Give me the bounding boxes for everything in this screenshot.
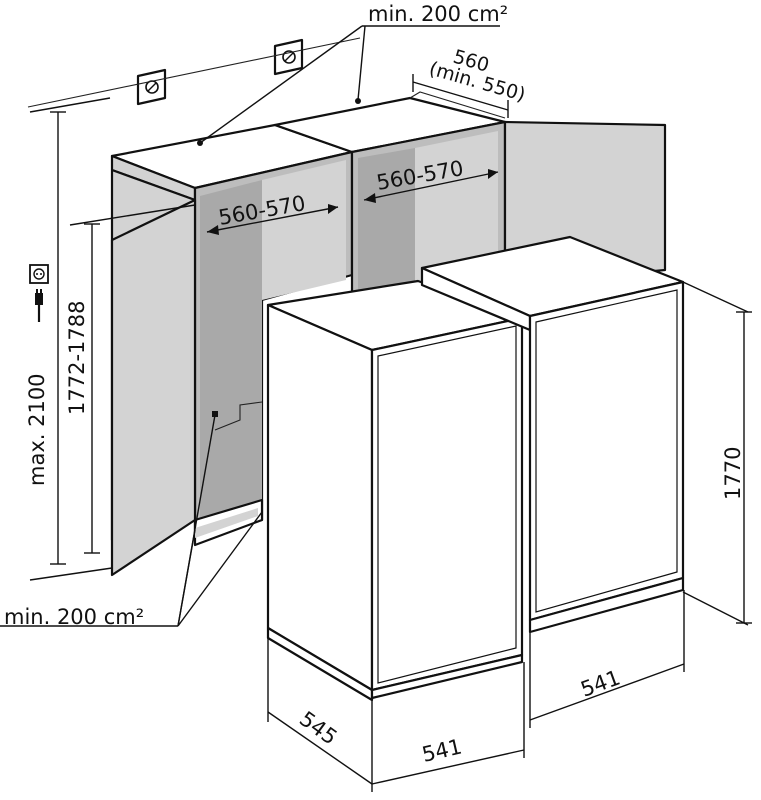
niche-height-label: 1772-1788	[65, 301, 89, 415]
top-ventilation-label: min. 200 cm²	[368, 2, 508, 26]
vent-point-top-right	[355, 98, 361, 104]
appliance-left	[266, 279, 524, 702]
power-plug-icon	[35, 289, 43, 322]
dimension-lines	[0, 25, 752, 792]
appliance-height-label: 1770	[721, 447, 745, 500]
appliance-right	[420, 235, 685, 634]
width-left-label: 541	[420, 734, 464, 766]
wall-vent-left	[136, 68, 167, 106]
max-height-label: max. 2100	[25, 373, 49, 486]
power-socket-icon	[29, 264, 49, 284]
vent-point-bottom	[212, 411, 218, 417]
bottom-ventilation-label: min. 200 cm²	[4, 605, 144, 629]
depth-front-label: 545	[295, 707, 342, 750]
vent-point-top-left	[197, 140, 203, 146]
wall-vent-right	[273, 38, 304, 76]
width-right-label: 541	[578, 665, 624, 701]
